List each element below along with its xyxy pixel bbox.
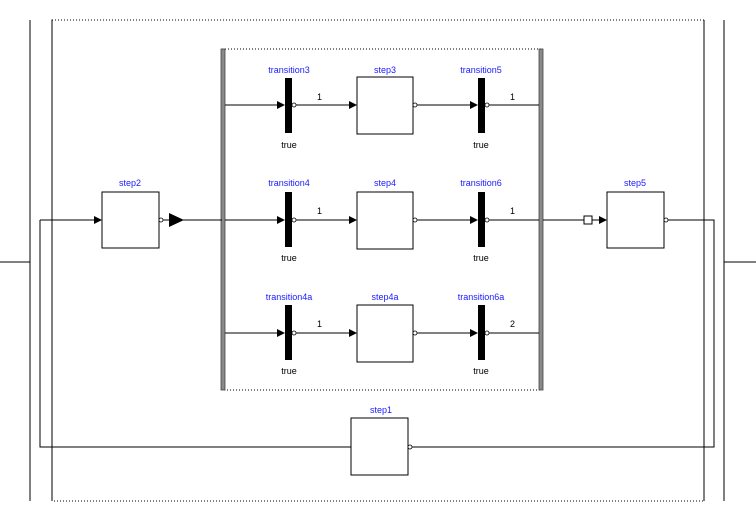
transition3-out-port: [291, 102, 297, 108]
step5-out-port: [663, 217, 669, 223]
transition6-condition: true: [473, 253, 489, 263]
transition4-out-port: [291, 217, 297, 223]
transition4-priority: 1: [317, 206, 322, 216]
arrow-t4-step4: [349, 216, 357, 224]
transition4a-priority: 1: [317, 319, 322, 329]
step5-in-port: [583, 215, 593, 225]
arrow-b3-t4a: [277, 329, 285, 337]
transition3-label: transition3: [268, 65, 310, 75]
transition6a-out-port: [484, 330, 490, 336]
step3-out-port: [412, 102, 418, 108]
step4a-label: step4a: [371, 292, 398, 302]
transition4a-bar[interactable]: [285, 305, 292, 360]
transition6-out-port: [484, 217, 490, 223]
transition3-priority: 1: [317, 92, 322, 102]
transition4a-label: transition4a: [266, 292, 313, 302]
step5-label: step5: [624, 178, 646, 188]
step1-in-port: [407, 444, 413, 450]
transition4-bar[interactable]: [285, 192, 292, 247]
arrow-step4-t6: [470, 216, 478, 224]
step4a-out-port: [412, 330, 418, 336]
transition6a-label: transition6a: [458, 292, 505, 302]
parallel-region: [221, 48, 543, 391]
transition6a-priority: 2: [510, 319, 515, 329]
transition6-bar[interactable]: [478, 192, 485, 247]
transition6a-bar[interactable]: [478, 305, 485, 360]
transition4-condition: true: [281, 253, 297, 263]
transition4a-condition: true: [281, 366, 297, 376]
step1-label: step1: [370, 405, 392, 415]
parallel-entry-arrow: [169, 213, 184, 227]
wire-step1-to-step2: [39, 220, 351, 448]
transition6-label: transition6: [460, 178, 502, 188]
parallel-join-bar: [538, 48, 544, 391]
transition4-label: transition4: [268, 178, 310, 188]
step3-box[interactable]: [356, 76, 414, 135]
transition3-condition: true: [281, 140, 297, 150]
step4-label: step4: [374, 178, 396, 188]
step2-label: step2: [119, 178, 141, 188]
wire-step5-out: [411, 219, 715, 448]
step1-box[interactable]: [350, 417, 409, 476]
step2-out-port: [158, 217, 164, 223]
arrow-b2-t4: [277, 216, 285, 224]
step3-label: step3: [374, 65, 396, 75]
arrow-b1-t3: [277, 101, 285, 109]
transition5-out-port: [484, 102, 490, 108]
transition6a-condition: true: [473, 366, 489, 376]
transition5-priority: 1: [510, 92, 515, 102]
transition5-label: transition5: [460, 65, 502, 75]
transition3-bar[interactable]: [285, 78, 292, 133]
arrow-into-step5: [599, 216, 607, 224]
transition6-priority: 1: [510, 206, 515, 216]
arrow-t4a-step4a: [349, 329, 357, 337]
arrow-step3-t5: [470, 101, 478, 109]
step2-box[interactable]: [101, 191, 160, 249]
arrow-t3-step3: [349, 101, 357, 109]
step4a-box[interactable]: [356, 304, 414, 363]
step4-box[interactable]: [356, 191, 414, 250]
arrow-step4a-t6a: [470, 329, 478, 337]
transition5-condition: true: [473, 140, 489, 150]
transition5-bar[interactable]: [478, 78, 485, 133]
step4-out-port: [412, 217, 418, 223]
transition4a-out-port: [291, 330, 297, 336]
arrow-into-step2: [94, 216, 102, 224]
step5-box[interactable]: [606, 191, 665, 249]
